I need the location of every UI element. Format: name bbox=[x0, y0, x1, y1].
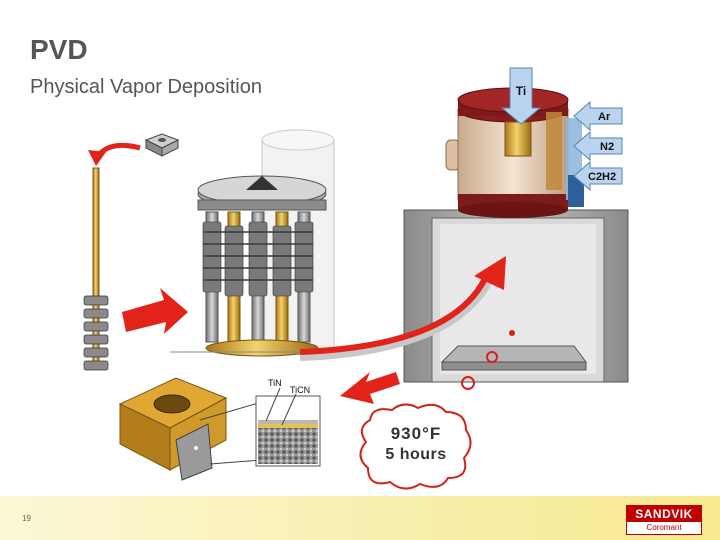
process-duration: 5 hours bbox=[385, 446, 447, 463]
coated-insert bbox=[118, 377, 263, 481]
arrow-fixture-to-oven bbox=[299, 256, 506, 361]
logo-wordmark: SANDVIK bbox=[627, 506, 701, 522]
sandvik-logo: SANDVIK Coromant bbox=[626, 505, 702, 535]
oven-indicator-ring-outer bbox=[461, 376, 475, 390]
gas-label-n2: N2 bbox=[600, 141, 615, 153]
slide-title: PVD bbox=[30, 34, 88, 65]
gas-inlets bbox=[573, 100, 623, 192]
fixture-insert-stacks bbox=[202, 221, 314, 297]
ti-label: Ti bbox=[516, 84, 526, 98]
arrow-oven-to-insert bbox=[340, 372, 400, 404]
gas-label-c2h2: C2H2 bbox=[588, 171, 617, 183]
oven-indicator-ring bbox=[486, 351, 498, 363]
page-number: 19 bbox=[22, 514, 31, 523]
coating-cross-section: TiN TiCN bbox=[255, 378, 321, 467]
layer-label-tin: TiN bbox=[268, 378, 282, 388]
insert-rod bbox=[83, 133, 180, 371]
oven bbox=[403, 209, 629, 390]
footer-band bbox=[0, 496, 720, 540]
logo-subtext: Coromant bbox=[646, 523, 682, 532]
fixture-carousel bbox=[170, 175, 330, 357]
layer-label-ticn: TiCN bbox=[290, 385, 310, 395]
process-badge bbox=[359, 403, 472, 490]
ti-feed-arrow: Ti bbox=[500, 67, 542, 125]
process-temperature: 930°F bbox=[390, 424, 442, 443]
slide-subtitle: Physical Vapor Deposition bbox=[30, 76, 262, 98]
gas-label-ar: Ar bbox=[598, 111, 611, 123]
pvd-diagram: Ti bbox=[83, 67, 629, 490]
oven-indicator-dot bbox=[509, 330, 515, 336]
arrow-to-fixture bbox=[122, 288, 188, 334]
